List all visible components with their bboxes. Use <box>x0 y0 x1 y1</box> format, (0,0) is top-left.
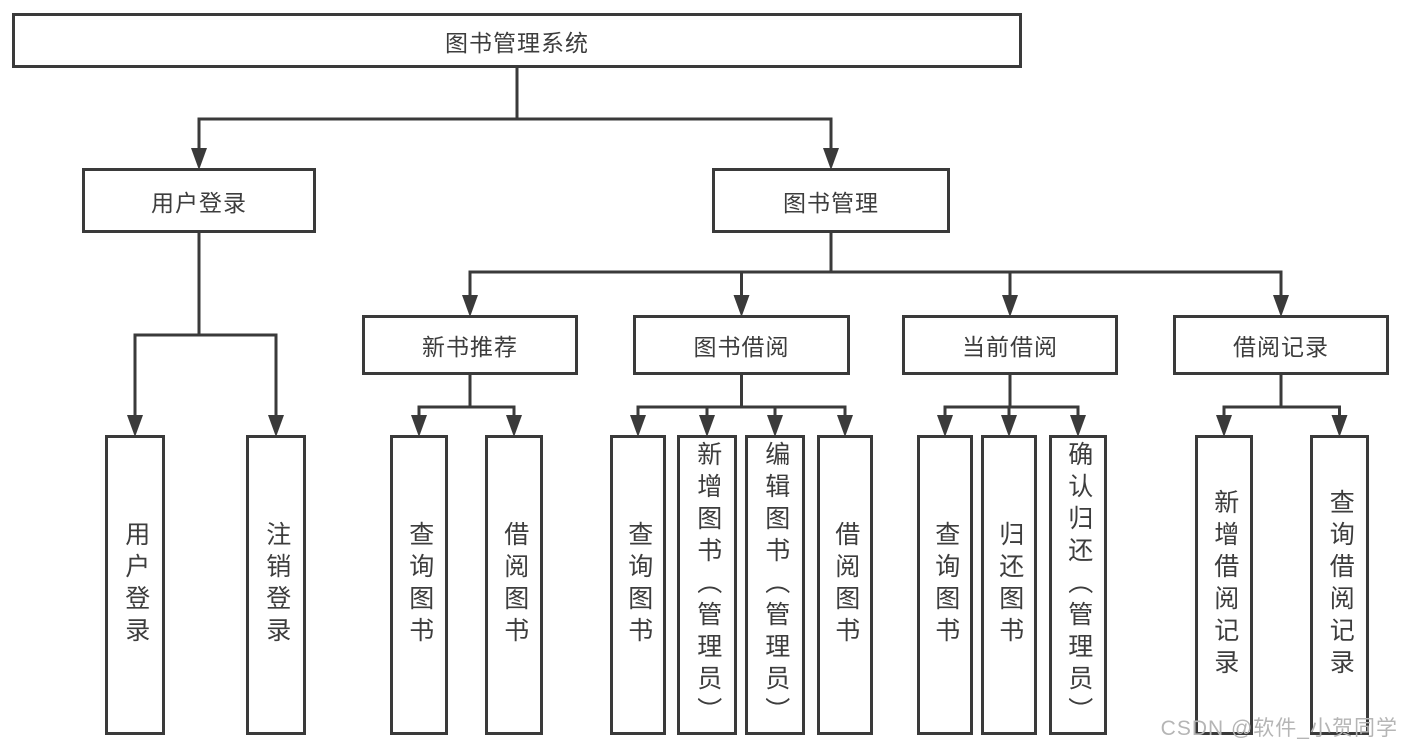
node-borrow-records-label: 借阅记录 <box>1233 334 1329 360</box>
leaf-query-borrow-record: 查询借阅记录 <box>1310 435 1369 735</box>
leaf-edit-books-admin-label: 编辑图书（管理员） <box>761 441 790 729</box>
leaf-borrow-books-label: 借阅图书 <box>831 521 860 649</box>
node-root-label: 图书管理系统 <box>445 29 589 56</box>
node-book-borrow-label: 图书借阅 <box>693 334 790 360</box>
leaf-add-borrow-record: 新增借阅记录 <box>1195 435 1253 735</box>
node-book-mgmt: 图书管理 <box>712 168 950 233</box>
node-book-borrow: 图书借阅 <box>633 315 850 375</box>
leaf-add-books-admin-label: 新增图书（管理员） <box>693 441 722 729</box>
leaf-user-login: 用户登录 <box>105 435 165 735</box>
arrowhead-icon <box>733 295 750 317</box>
leaf-add-borrow-record-label: 新增借阅记录 <box>1210 489 1239 681</box>
leaf-user-login-label: 用户登录 <box>121 521 150 649</box>
arrowhead-icon <box>1331 415 1348 437</box>
leaf-return-books-label: 归还图书 <box>995 521 1024 649</box>
arrowhead-icon <box>767 415 783 437</box>
node-new-book-recommend-label: 新书推荐 <box>422 334 518 360</box>
arrowhead-icon <box>837 415 853 437</box>
arrowhead-icon <box>823 148 839 170</box>
leaf-return-books: 归还图书 <box>981 435 1037 735</box>
arrowhead-icon <box>937 415 953 437</box>
arrowhead-icon <box>191 148 207 170</box>
leaf-borrow-books: 借阅图书 <box>817 435 873 735</box>
arrowhead-icon <box>1273 295 1289 317</box>
leaf-query-books-recommend-label: 查询图书 <box>405 521 434 649</box>
leaf-query-books-borrow-label: 查询图书 <box>624 521 653 649</box>
arrowhead-icon <box>268 415 284 437</box>
leaf-confirm-return-admin-label: 确认归还（管理员） <box>1064 441 1093 729</box>
node-root: 图书管理系统 <box>12 13 1022 68</box>
leaf-query-books-borrow: 查询图书 <box>610 435 666 735</box>
arrowhead-icon <box>127 415 143 437</box>
leaf-query-books-recommend: 查询图书 <box>390 435 448 735</box>
node-borrow-records: 借阅记录 <box>1173 315 1389 375</box>
leaf-query-books-current: 查询图书 <box>917 435 973 735</box>
leaf-logout: 注销登录 <box>246 435 306 735</box>
leaf-query-borrow-record-label: 查询借阅记录 <box>1326 489 1355 681</box>
leaf-edit-books-admin: 编辑图书（管理员） <box>745 435 805 735</box>
arrowhead-icon <box>462 295 478 317</box>
arrowhead-icon <box>1216 415 1232 437</box>
leaf-borrow-books-recommend-label: 借阅图书 <box>500 521 529 649</box>
leaf-confirm-return-admin: 确认归还（管理员） <box>1049 435 1107 735</box>
leaf-query-books-current-label: 查询图书 <box>931 521 960 649</box>
node-user-login: 用户登录 <box>82 168 316 233</box>
leaf-borrow-books-recommend: 借阅图书 <box>485 435 543 735</box>
arrowhead-icon <box>1002 295 1018 317</box>
node-book-mgmt-label: 图书管理 <box>783 189 879 216</box>
leaf-add-books-admin: 新增图书（管理员） <box>677 435 737 735</box>
leaf-logout-label: 注销登录 <box>262 521 291 649</box>
arrowhead-icon <box>1070 415 1086 437</box>
node-current-borrow: 当前借阅 <box>902 315 1118 375</box>
node-user-login-label: 用户登录 <box>151 189 247 216</box>
arrowhead-icon <box>411 415 427 437</box>
node-new-book-recommend: 新书推荐 <box>362 315 578 375</box>
arrowhead-icon <box>506 415 522 437</box>
arrowhead-icon <box>1001 415 1017 437</box>
node-current-borrow-label: 当前借阅 <box>962 334 1058 360</box>
arrowhead-icon <box>630 415 646 437</box>
arrowhead-icon <box>699 415 715 437</box>
